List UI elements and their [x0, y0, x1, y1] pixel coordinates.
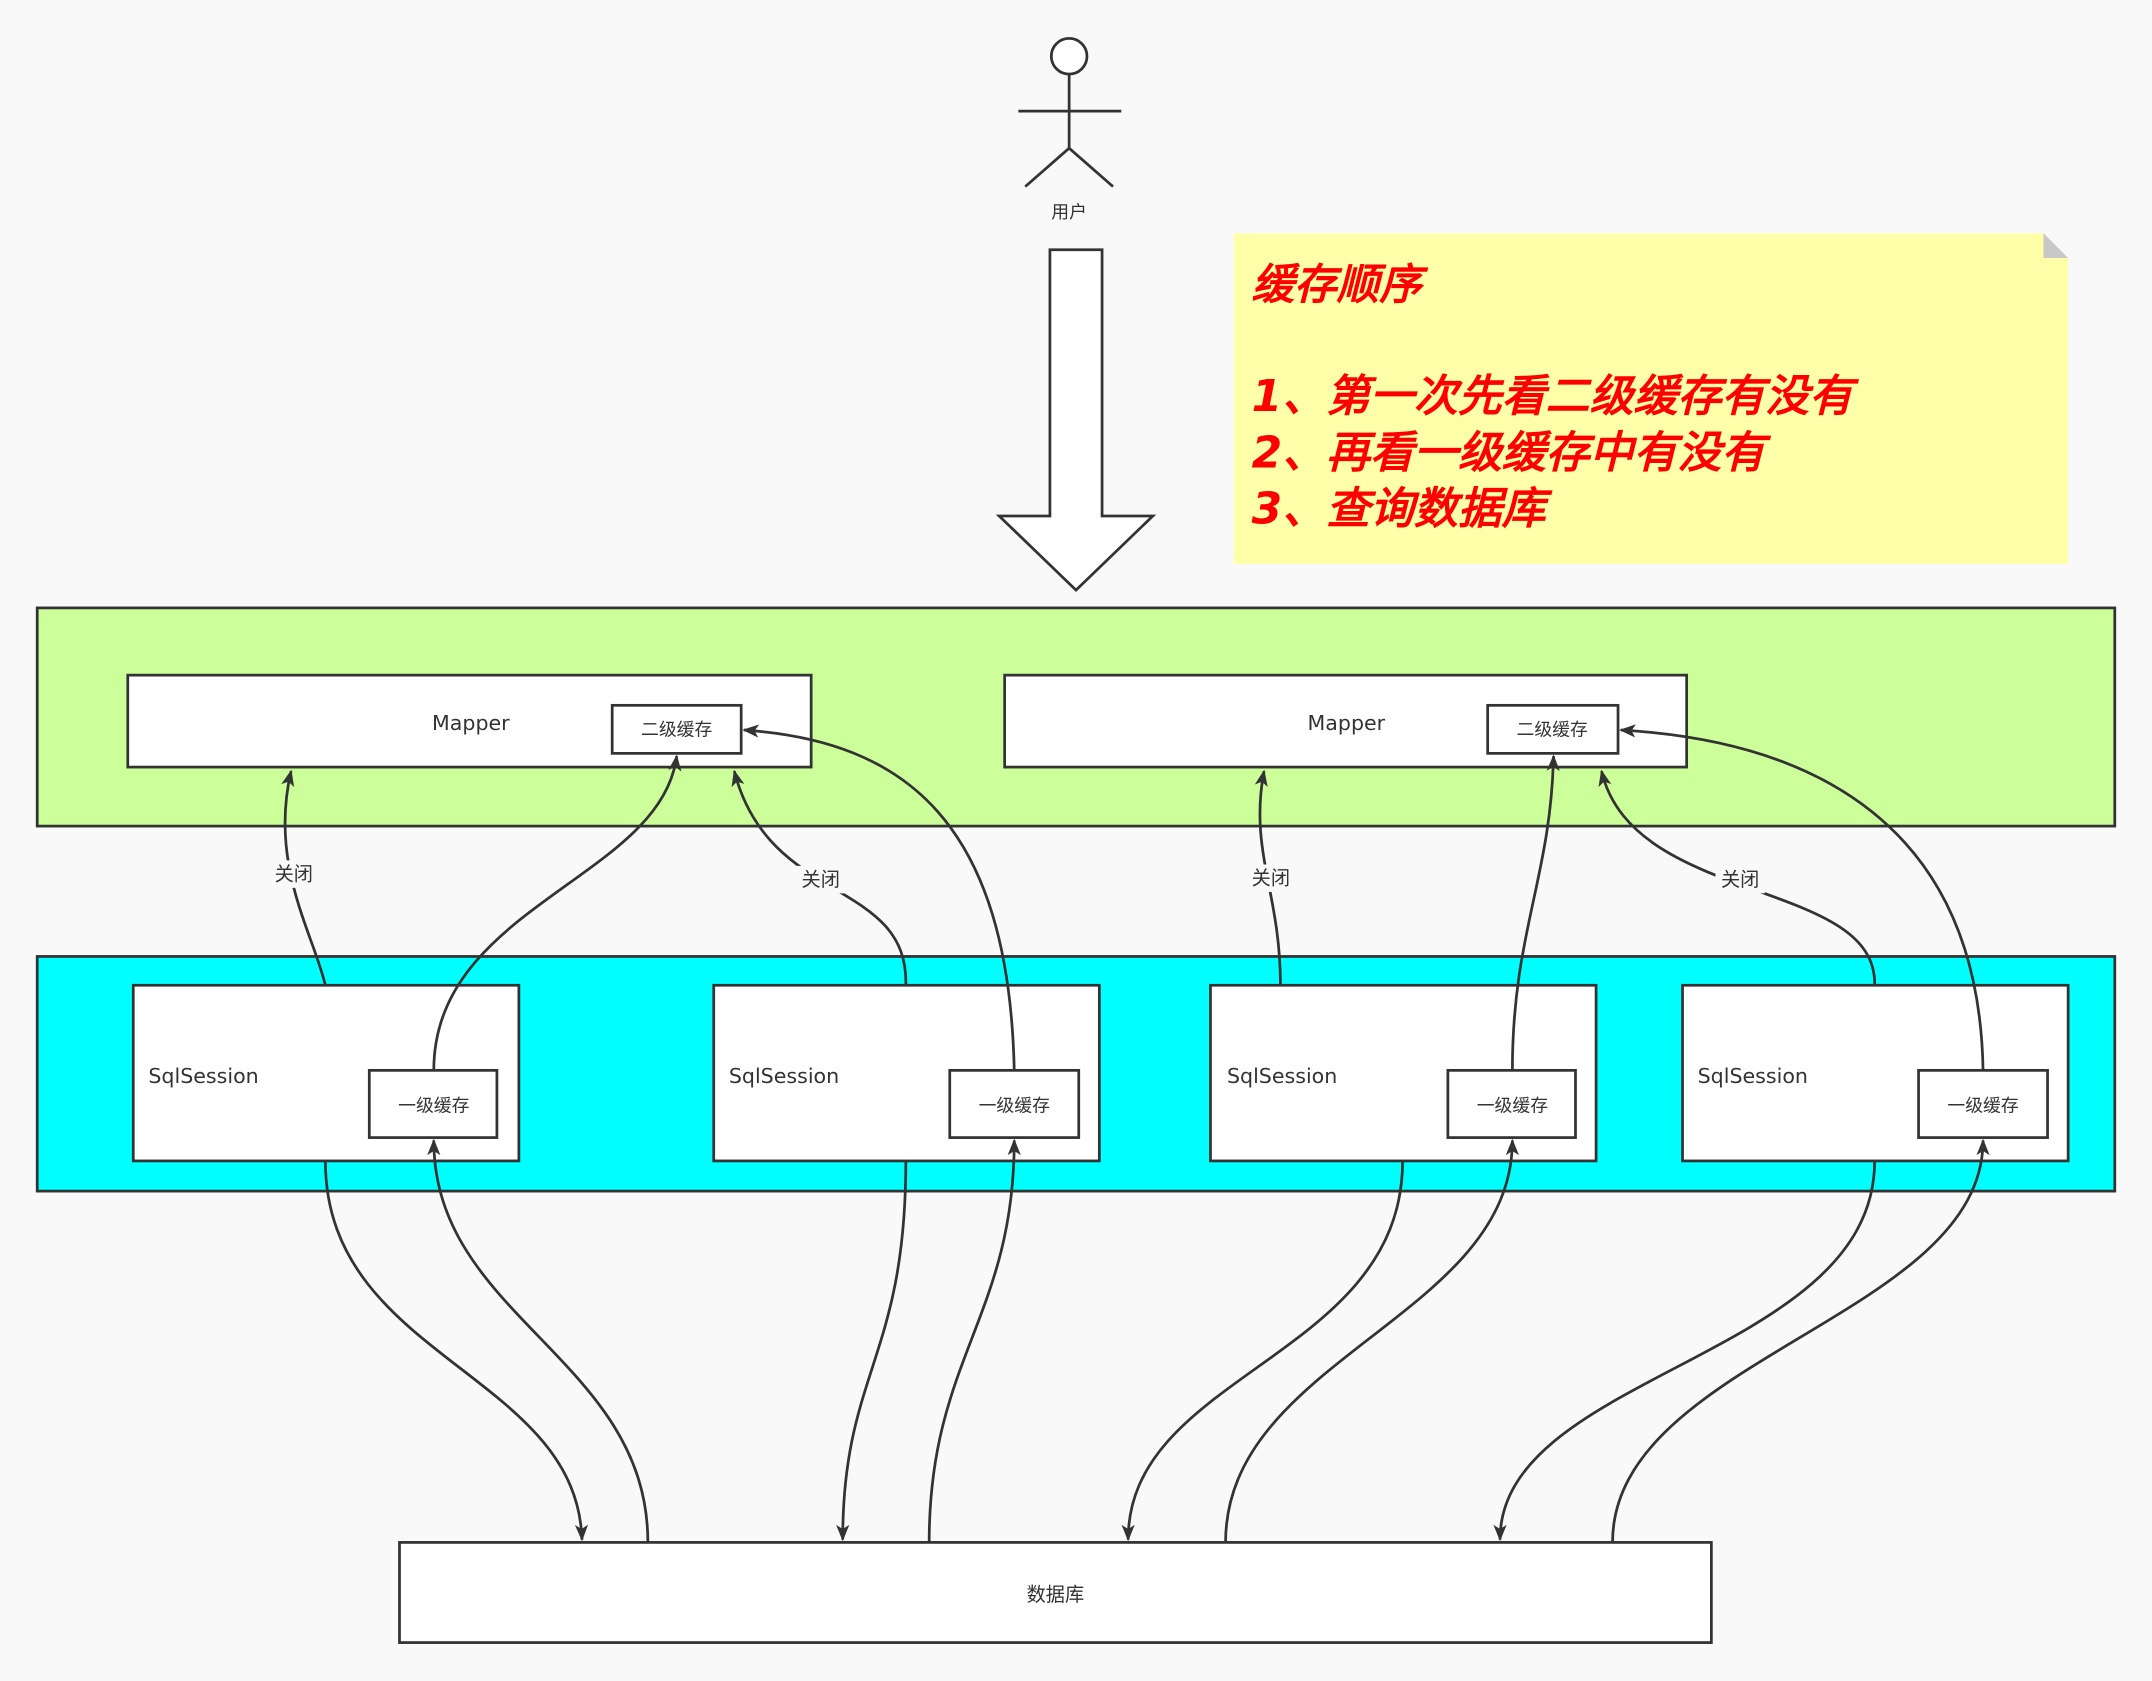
close-label-1: 关闭: [269, 860, 319, 888]
note-title: 缓存顺序: [1252, 261, 1430, 310]
second-level-cache-label: 二级缓存: [641, 720, 712, 741]
svg-text:关闭: 关闭: [1721, 868, 1759, 891]
first-level-cache-label: 一级缓存: [398, 1096, 469, 1117]
note-line-1: 1、第一次先看二级缓存有没有: [1252, 371, 1859, 422]
second-level-cache-box: [1486, 703, 1620, 755]
svg-text:关闭: 关闭: [802, 868, 840, 891]
close-label-3: 关闭: [1246, 864, 1296, 892]
mapper-1: Mapper 二级缓存: [126, 673, 813, 769]
request-down-arrow: [995, 248, 1157, 592]
first-level-cache-label: 一级缓存: [1947, 1096, 2018, 1117]
promote-to-second-level-cache-arrow-1: [432, 754, 682, 1071]
close-connector-1: [281, 769, 327, 986]
mapper-label: Mapper: [1308, 711, 1386, 735]
database-box: 数据库: [398, 1541, 1713, 1644]
first-level-cache-box: [1917, 1068, 2049, 1139]
svg-text:关闭: 关闭: [1252, 867, 1290, 890]
sqlsession-1: SqlSession 一级缓存: [131, 983, 521, 1163]
sqlsession-label: SqlSession: [729, 1064, 839, 1088]
promote-to-second-level-cache-arrow-2: [742, 724, 1016, 1071]
close-label-2: 关闭: [796, 865, 846, 894]
user-actor-icon: [1018, 37, 1122, 188]
second-level-cache-box: [610, 703, 743, 755]
query-database-arrow-4: [1493, 1160, 1877, 1542]
cache-order-note: 缓存顺序 1、第一次先看二级缓存有没有 2、再看一级缓存中有没有 3、查询数据库: [1233, 233, 2069, 564]
sqlsession-3: SqlSession 一级缓存: [1209, 983, 1598, 1163]
first-level-cache-label: 一级缓存: [1477, 1096, 1548, 1117]
svg-text:关闭: 关闭: [275, 863, 313, 886]
promote-to-second-level-cache-arrow-4: [1619, 724, 1985, 1071]
note-paper: [1233, 233, 2069, 564]
sqlsession-label: SqlSession: [1227, 1064, 1337, 1088]
database-label: 数据库: [1027, 1583, 1085, 1606]
return-to-first-level-cache-arrow-1: [427, 1138, 650, 1543]
sqlsession-2: SqlSession 一级缓存: [712, 983, 1101, 1163]
sqlsession-4: SqlSession 一级缓存: [1681, 983, 2070, 1163]
user-label: 用户: [1051, 202, 1087, 223]
first-level-cache-label: 一级缓存: [979, 1096, 1050, 1117]
first-level-cache-box: [367, 1068, 499, 1139]
query-database-arrow-2: [836, 1160, 908, 1542]
first-level-cache-box: [948, 1068, 1081, 1139]
query-database-arrow-1: [324, 1160, 589, 1542]
promote-to-second-level-cache-arrow-3: [1511, 754, 1560, 1071]
mapper-2: Mapper 二级缓存: [1003, 673, 1689, 769]
note-line-2: 2、再看一级缓存中有没有: [1252, 427, 1772, 478]
query-database-arrow-3: [1121, 1160, 1404, 1542]
sqlsession-label: SqlSession: [1698, 1064, 1808, 1088]
second-level-cache-label: 二级缓存: [1517, 720, 1588, 741]
close-label-4: 关闭: [1715, 865, 1765, 894]
return-to-first-level-cache-arrow-3: [1224, 1138, 1519, 1543]
sqlsession-label: SqlSession: [148, 1064, 258, 1088]
return-to-first-level-cache-arrow-2: [927, 1138, 1021, 1543]
note-corner-fold: [2043, 233, 2069, 258]
note-line-3: 3、查询数据库: [1252, 484, 1553, 535]
return-to-first-level-cache-arrow-4: [1611, 1138, 1990, 1543]
mapper-label: Mapper: [432, 711, 510, 735]
first-level-cache-box: [1446, 1068, 1577, 1139]
